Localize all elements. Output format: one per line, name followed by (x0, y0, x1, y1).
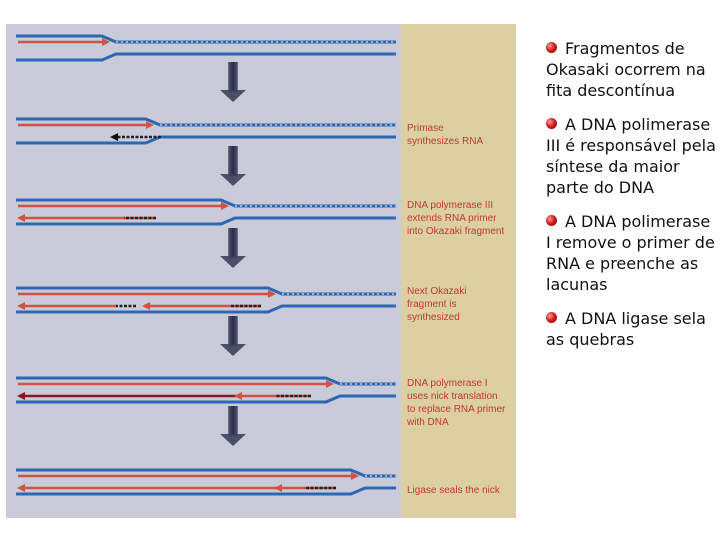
caption-line: Ligase seals the nick (407, 485, 501, 496)
arrow-head (220, 344, 246, 356)
bullet-text: Fragmentos de Okasaki ocorrem na fita de… (546, 39, 706, 100)
parental-strand-bottom (16, 304, 396, 314)
step-arrows (220, 62, 246, 446)
caption-line: synthesizes RNA (407, 136, 483, 147)
bullet-text: A DNA polimerase III é responsável pela … (546, 115, 716, 197)
caption-dna-polymerase-iii: DNA polymerase III extends RNA primer in… (407, 200, 504, 237)
bullet-icon (546, 42, 557, 53)
caption-ligase: Ligase seals the nick (407, 485, 501, 496)
arrow-shaft (228, 406, 238, 436)
arrow-head (220, 174, 246, 186)
arrow-shaft (228, 316, 238, 346)
arrow-shaft (228, 146, 238, 176)
bullet-list: Fragmentos de Okasaki ocorrem na fita de… (546, 38, 716, 363)
caption-line: Primase (407, 123, 444, 134)
arrow-head (220, 434, 246, 446)
caption-line: with DNA (406, 417, 449, 428)
arrow-shaft (228, 62, 238, 92)
caption-line: synthesized (407, 312, 460, 323)
caption-dna-polymerase-i: DNA polymerase I uses nick translation t… (406, 378, 506, 428)
arrow-shaft (228, 228, 238, 258)
caption-line: to replace RNA primer (407, 404, 506, 415)
down-arrow-icon (220, 406, 246, 446)
caption-line: DNA polymerase III (407, 200, 493, 211)
diagram-canvas: Primase synthesizes RNA DNA polymerase I… (6, 24, 516, 518)
caption-line: DNA polymerase I (407, 378, 488, 389)
replication-fork (16, 198, 396, 226)
down-arrow-icon (220, 146, 246, 186)
bullet-icon (546, 118, 557, 129)
caption-primase: Primase synthesizes RNA (407, 123, 483, 147)
replication-fork (16, 468, 396, 496)
parental-strand-bottom (16, 486, 396, 496)
parental-strand-bottom (16, 52, 396, 62)
step-panels (16, 34, 396, 496)
parental-strand-bottom (16, 216, 396, 226)
bullet-icon (546, 215, 557, 226)
bullet-icon (546, 312, 557, 323)
bullet-item: Fragmentos de Okasaki ocorrem na fita de… (546, 38, 716, 101)
caption-line: Next Okazaki (407, 286, 466, 297)
diagram-background (6, 24, 401, 518)
replication-fork (16, 376, 396, 404)
bullet-text: A DNA polimerase I remove o primer de RN… (546, 212, 715, 294)
replication-fork (16, 117, 396, 145)
bullet-item: A DNA ligase sela as quebras (546, 308, 716, 350)
arrow-head (220, 90, 246, 102)
replication-fork (16, 34, 396, 62)
caption-next-okazaki-fragment: Next Okazaki fragment is synthesized (407, 286, 466, 323)
caption-line: fragment is (407, 299, 456, 310)
caption-line: into Okazaki fragment (407, 226, 504, 237)
okazaki-fragment-diagram: Primase synthesizes RNA DNA polymerase I… (6, 24, 516, 518)
bullet-text: A DNA ligase sela as quebras (546, 309, 706, 349)
down-arrow-icon (220, 316, 246, 356)
parental-strand-bottom (16, 135, 396, 145)
bullet-item: A DNA polimerase I remove o primer de RN… (546, 211, 716, 295)
arrow-head (220, 256, 246, 268)
down-arrow-icon (220, 228, 246, 268)
caption-panel (401, 24, 516, 518)
replication-fork (16, 286, 396, 314)
down-arrow-icon (220, 62, 246, 102)
bullet-item: A DNA polimerase III é responsável pela … (546, 114, 716, 198)
parental-strand-bottom (16, 394, 396, 404)
caption-line: uses nick translation (407, 391, 498, 402)
caption-line: extends RNA primer (407, 213, 497, 224)
